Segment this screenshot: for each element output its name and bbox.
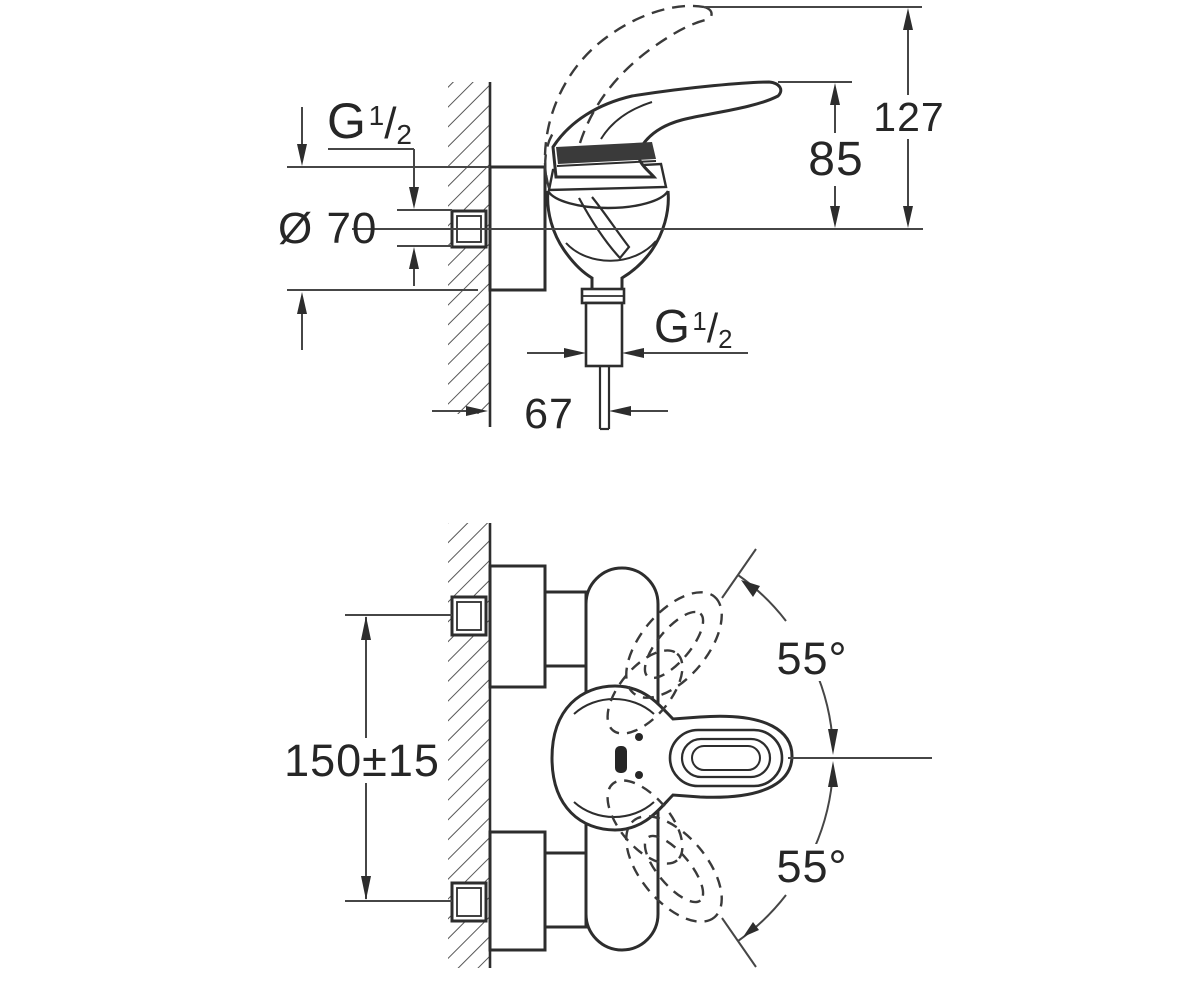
arrow-down bbox=[361, 876, 371, 900]
spacing-dimension bbox=[345, 614, 452, 902]
thread-base: G bbox=[654, 300, 691, 352]
arrow-up bbox=[361, 616, 371, 640]
arrow-left bbox=[622, 348, 644, 358]
thread-numerator: 1 bbox=[692, 308, 708, 337]
faucet-body-side bbox=[546, 162, 670, 289]
hot-dot bbox=[635, 733, 643, 741]
indicator-mark bbox=[615, 746, 627, 773]
handle-seam-band bbox=[556, 142, 656, 164]
arrow-up bbox=[903, 8, 913, 30]
lever-handle-plan bbox=[550, 684, 794, 832]
outlet-connection-side bbox=[580, 287, 626, 431]
arrow-up bbox=[297, 292, 307, 314]
arc-arrow-down bbox=[743, 922, 759, 937]
plan-view bbox=[345, 523, 932, 968]
lever-handle-side bbox=[551, 80, 783, 179]
arrow-up bbox=[830, 83, 840, 105]
thread-slash: / bbox=[706, 305, 720, 351]
outlet-thread-cylinder bbox=[584, 301, 624, 368]
lever-swing-dashed bbox=[606, 591, 723, 923]
side-view-dimensions bbox=[287, 6, 923, 416]
dim-label-lever-height: 85 bbox=[808, 133, 864, 186]
dim-label-wall-offset: 67 bbox=[524, 390, 574, 438]
thread-base: G bbox=[327, 93, 367, 149]
arrow-down bbox=[409, 187, 419, 209]
angle-dimension bbox=[721, 548, 932, 968]
arrow-up bbox=[409, 247, 419, 269]
spout-channel bbox=[578, 196, 631, 260]
arrow-down bbox=[830, 206, 840, 228]
side-view bbox=[287, 4, 923, 431]
wall-section-side bbox=[448, 82, 492, 427]
dim-label-connection-spacing: 150±15 bbox=[281, 738, 443, 783]
arrow-down bbox=[903, 206, 913, 228]
grip-ring-middle bbox=[680, 737, 772, 779]
dim-label-outlet-thread: G1/2 bbox=[654, 300, 733, 353]
dim-label-escutcheon-diameter: Ø 70 bbox=[278, 204, 378, 253]
arrow-right bbox=[564, 348, 586, 358]
cold-dot bbox=[635, 771, 643, 779]
arc-arrow-center-top bbox=[828, 729, 838, 755]
thread-numerator: 1 bbox=[368, 100, 386, 132]
arrow-left bbox=[609, 406, 631, 416]
grip-ring-inner bbox=[691, 745, 761, 771]
thread-slash: / bbox=[384, 99, 398, 148]
connections-plan bbox=[488, 564, 588, 952]
thread-denominator: 2 bbox=[396, 119, 413, 151]
arc-arrow-up bbox=[741, 580, 760, 597]
dim-label-overall-height: 127 bbox=[873, 94, 945, 140]
thread-denominator: 2 bbox=[718, 325, 734, 354]
dim-label-inlet-thread: G1/2 bbox=[327, 93, 413, 149]
arrow-down bbox=[297, 144, 307, 166]
dim-label-swing-angle-down: 55° bbox=[773, 844, 851, 889]
union-nuts-plan bbox=[450, 595, 488, 923]
arrow-right bbox=[466, 406, 488, 416]
dim-label-swing-angle-up: 55° bbox=[773, 636, 851, 681]
grip-ring-outer bbox=[668, 728, 784, 788]
arc-arrow-center-bottom bbox=[828, 761, 838, 787]
